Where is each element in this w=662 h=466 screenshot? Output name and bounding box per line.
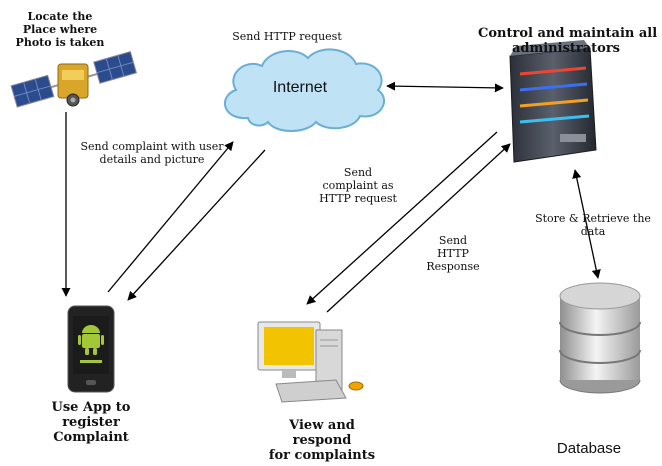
arrow-phone-to-internet — [107, 141, 234, 293]
database-icon — [559, 282, 641, 394]
phone-caption-line-3: Complaint — [53, 430, 129, 445]
desktop-computer-icon — [257, 321, 364, 403]
satellite-caption-line-3: Photo is taken — [15, 36, 105, 49]
arrow-internet-server — [386, 81, 504, 93]
phone-caption-line-1: Use App to — [51, 400, 131, 415]
edge-label-store-retrieve: Store & Retrieve the data — [528, 212, 658, 238]
edge-label-http-response-line-1: Send — [438, 234, 468, 247]
edge-label-store-retrieve-line-2: data — [580, 225, 606, 238]
satellite-caption: Locate the Place where Photo is taken — [10, 10, 110, 49]
edge-label-send-complaint-line-2: details and picture — [99, 153, 205, 166]
database-label: Database — [556, 440, 622, 457]
edge-label-send-complaint-line-1: Send complaint with user — [80, 140, 224, 153]
satellite-caption-line-2: Place where — [22, 23, 98, 36]
internet-label: Internet — [272, 79, 328, 96]
cloud-icon — [224, 48, 385, 132]
server-icon — [509, 40, 597, 163]
edge-label-store-retrieve-line-1: Store & Retrieve the — [535, 212, 651, 225]
edge-label-complaint-http-request-line-3: HTTP request — [319, 192, 397, 205]
edge-label-complaint-http-request-line-1: Send — [343, 166, 373, 179]
arrow-server-to-computer — [306, 131, 498, 305]
edge-label-http-response-line-3: Response — [426, 260, 480, 273]
computer-caption-line-3: for complaints — [268, 448, 376, 463]
satellite-icon — [10, 51, 138, 108]
computer-caption: View and respond for complaints — [262, 418, 382, 463]
edge-label-complaint-http-request: Send complaint as HTTP request — [308, 166, 408, 205]
arrow-server-database — [572, 169, 601, 279]
computer-caption-line-2: respond — [292, 433, 352, 448]
phone-caption: Use App to register Complaint — [36, 400, 146, 445]
edge-label-http-response: Send HTTP Response — [418, 234, 488, 273]
computer-caption-line-1: View and — [289, 418, 355, 433]
android-phone-icon — [67, 305, 115, 393]
send-http-request-label: Send HTTP request — [232, 30, 342, 43]
arrow-internet-to-phone — [127, 149, 266, 301]
arrow-computer-to-server — [326, 143, 511, 313]
server-caption-line-1: Control and maintain all — [478, 26, 658, 41]
phone-caption-line-2: register — [62, 415, 120, 430]
edge-label-send-complaint: Send complaint with user details and pic… — [72, 140, 232, 166]
server-caption: Control and maintain all administrators — [478, 26, 658, 56]
edge-label-http-response-line-2: HTTP — [437, 247, 469, 260]
satellite-caption-line-1: Locate the — [27, 10, 93, 23]
edge-label-complaint-http-request-line-2: complaint as — [322, 179, 394, 192]
server-caption-line-2: administrators — [511, 41, 621, 56]
